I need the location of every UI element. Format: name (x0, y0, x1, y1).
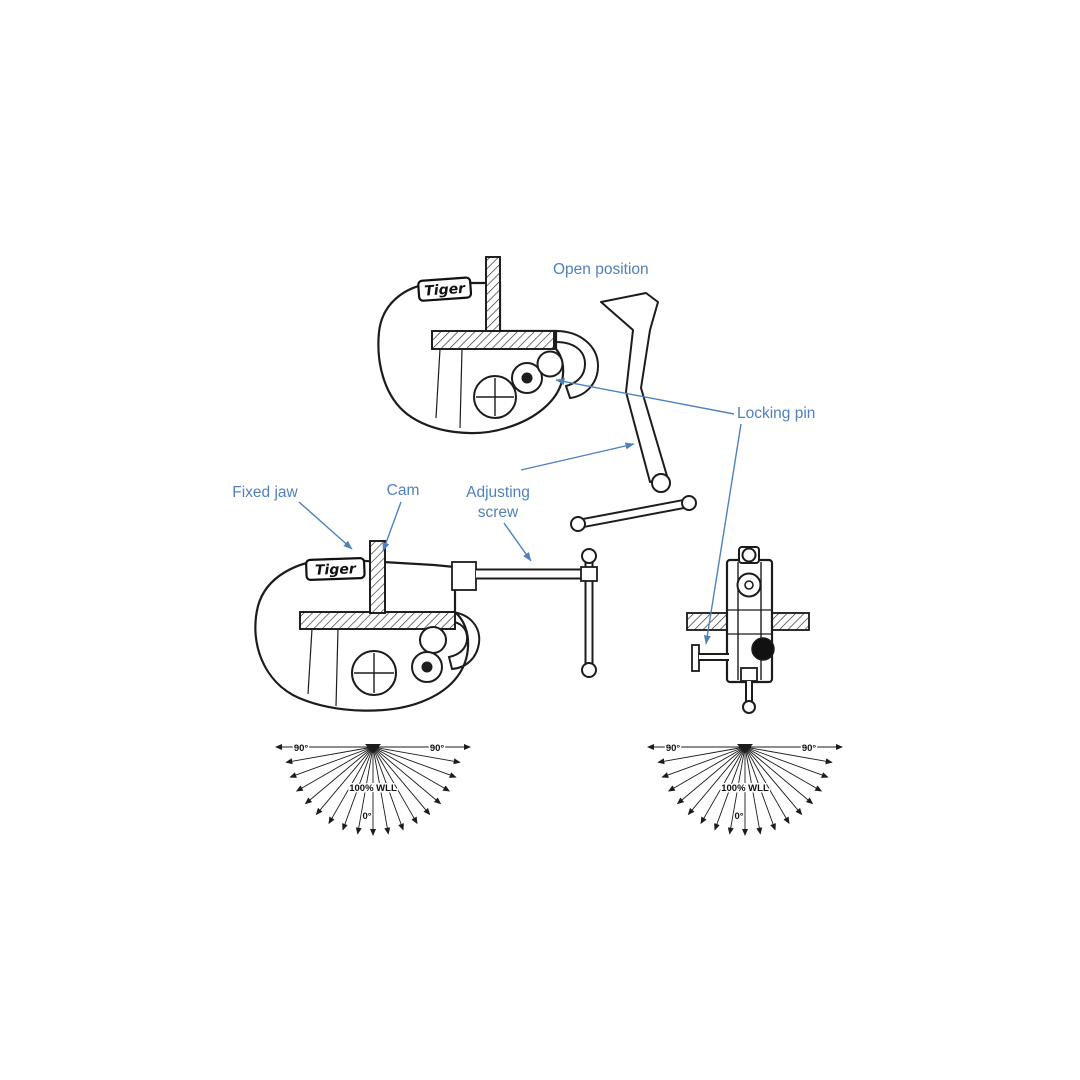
clevis-pin (741, 547, 757, 563)
load-angle-ray (355, 746, 374, 835)
locking-pin-flange (691, 644, 700, 672)
closed-position-clamp: Tiger (254, 540, 598, 712)
clamp-body (377, 281, 565, 435)
locking-pin-dot (521, 372, 533, 384)
locking-pin-dot (421, 661, 433, 673)
load-angle-ray (657, 746, 746, 765)
body-detail-line (307, 628, 313, 695)
bottom-screw-ball (742, 700, 756, 714)
body-detail-line (459, 348, 463, 429)
side-view-clamp (686, 546, 810, 714)
brand-logo: Tiger (315, 561, 357, 578)
load-angle-ray (372, 746, 451, 792)
cam-roller-side (751, 637, 775, 661)
screw-boss (451, 561, 477, 591)
adjusting-screw-label-line2: screw (478, 504, 519, 521)
brand-plate: Tiger (417, 276, 473, 302)
fixed-jaw-label: Fixed jaw (232, 484, 298, 501)
load-angle-ray (687, 746, 746, 816)
annotation-arrows (298, 378, 742, 645)
load-angle-ray (315, 746, 374, 816)
bottom-nut (740, 667, 758, 682)
load-angle-ray (342, 746, 374, 831)
body-detail-line (435, 348, 441, 419)
load-angle-ray (372, 746, 461, 765)
load-angle-ray (744, 746, 833, 765)
load-angle-ray (744, 746, 814, 805)
handle-ball (581, 548, 597, 564)
beam-flange-hatch (431, 330, 555, 350)
adjusting-screw-arrow-up (520, 442, 635, 471)
load-angle-ray (372, 746, 442, 805)
arm-ball-end (651, 473, 671, 493)
fan-left-90-label-right: 90° (430, 743, 445, 754)
brand-plate-box (417, 276, 473, 302)
body-detail-line (335, 628, 339, 707)
fan-right-90-label: 90° (666, 743, 681, 754)
load-angle-ray (744, 746, 823, 792)
open-position-clamp: Tiger (377, 256, 697, 532)
load-angle-ray (372, 746, 431, 816)
load-angle-ray (714, 746, 746, 831)
fixed-jaw-web-hatch (369, 540, 386, 614)
roller-axle (744, 580, 754, 590)
adjusting-screw-arrow-down (503, 522, 532, 562)
fan-right-wll-label: 100% WLL (721, 783, 769, 794)
load-angle-ray (285, 746, 374, 765)
brand-plate-box (305, 557, 366, 581)
load-angle-ray (727, 746, 746, 835)
load-angle-ray (667, 746, 746, 792)
movable-jaw-hook (447, 610, 481, 671)
movable-jaw-hook (555, 329, 600, 400)
load-angle-ray (676, 746, 746, 805)
locking-pin-arrow-left (555, 378, 735, 415)
fan-apex (737, 744, 753, 753)
load-angle-ray (744, 746, 803, 816)
locking-pin-arrow-down (703, 423, 742, 645)
load-angle-fan-right (647, 744, 843, 836)
adjusting-screw-arm (600, 292, 668, 483)
locking-pin-label: Locking pin (737, 405, 815, 422)
cam-arrow (382, 501, 402, 552)
load-angle-ray (744, 746, 763, 835)
fan-apex (365, 744, 381, 753)
load-angle-ray (700, 746, 746, 825)
load-angle-ray (289, 746, 374, 778)
open-position-label: Open position (553, 261, 649, 278)
fixed-jaw-arrow (298, 501, 353, 550)
load-angle-ray (661, 746, 746, 778)
load-angle-ray (744, 746, 829, 778)
load-angle-ray (744, 746, 776, 831)
beam-web-hatch (485, 256, 501, 332)
brand-plate: Tiger (305, 557, 366, 581)
tommy-bar-fill (575, 500, 692, 527)
tommy-bar-ball (570, 516, 586, 532)
beam-section-left-hatch (686, 612, 729, 631)
load-angle-ray (295, 746, 374, 792)
load-angle-ray (304, 746, 374, 805)
tommy-bar-ball (681, 495, 697, 511)
guide-roller (419, 626, 447, 654)
fan-left-wll-label: 100% WLL (349, 783, 397, 794)
load-angle-ray (372, 746, 418, 825)
handle-nut (580, 566, 598, 582)
cam-label: Cam (387, 482, 420, 499)
fan-right-90-label-right: 90° (802, 743, 817, 754)
brand-logo: Tiger (424, 281, 467, 300)
fan-left-90-label: 90° (294, 743, 309, 754)
load-angle-fan-left (275, 744, 471, 836)
load-angle-ray (372, 746, 457, 778)
load-angle-ray (372, 746, 404, 831)
beam-section-right-hatch (770, 612, 810, 631)
fan-right-0-label: 0° (734, 811, 743, 822)
load-angle-ray (744, 746, 790, 825)
guide-roller (536, 350, 564, 378)
handle-ball (581, 662, 597, 678)
fan-left-0-label: 0° (362, 811, 371, 822)
load-angle-ray (328, 746, 374, 825)
load-angle-ray (372, 746, 391, 835)
adjusting-screw-label-line1: Adjusting (466, 484, 530, 501)
